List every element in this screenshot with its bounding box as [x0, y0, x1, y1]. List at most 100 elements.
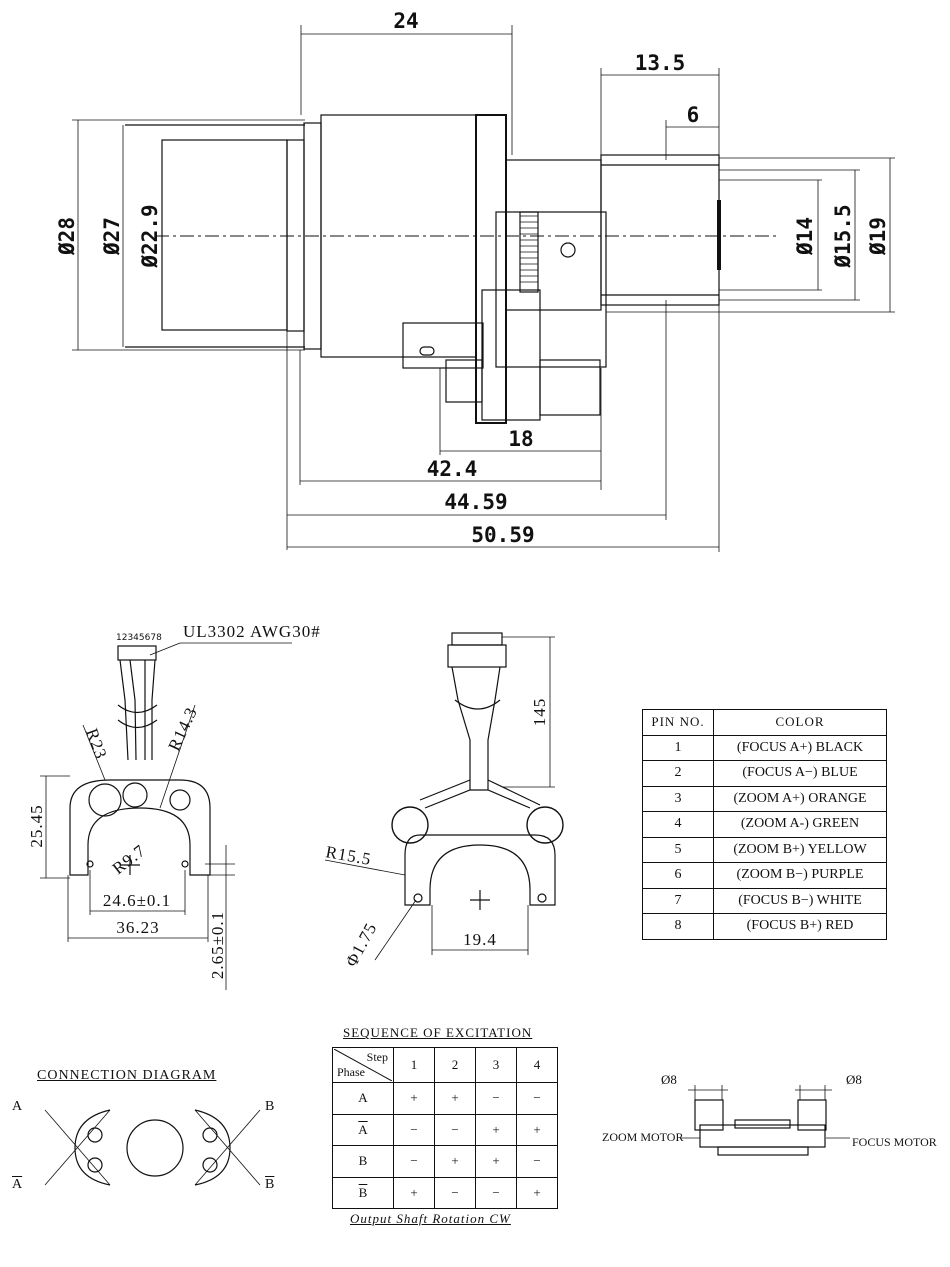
pin-no-header: PIN NO.	[642, 709, 714, 736]
pin-color: (ZOOM B−) PURPLE	[713, 862, 887, 889]
connector-view: 12345678 UL3302 AWG30# R23 R14.3 R9.7 25…	[27, 622, 321, 990]
dim-18: 18	[508, 427, 533, 451]
dim-6: 6	[687, 103, 700, 127]
step-header: 1	[393, 1047, 435, 1083]
dim-24-6: 24.6±0.1	[103, 891, 171, 910]
zoom-diameter-label: Ø8	[661, 1072, 677, 1087]
dim-19-4: 19.4	[463, 930, 497, 949]
dim-d15-5: Ø15.5	[831, 204, 855, 268]
excitation-cell: −	[393, 1113, 435, 1146]
sequence-title: SEQUENCE OF EXCITATION	[343, 1025, 533, 1040]
phase-a-label: A	[12, 1099, 23, 1114]
dim-13-5: 13.5	[635, 51, 686, 75]
excitation-cell: −	[475, 1176, 517, 1209]
sequence-footer: Output Shaft Rotation CW	[350, 1211, 511, 1226]
color-header: COLOR	[713, 709, 887, 736]
pin-no: 2	[642, 760, 714, 787]
r23-label: R23	[82, 726, 111, 762]
dim-d14: Ø14	[793, 217, 817, 256]
dim-145: 145	[530, 698, 549, 727]
pin-numbers: 12345678	[116, 633, 162, 643]
phase-cell: B	[332, 1145, 394, 1178]
step-header: 2	[434, 1047, 476, 1083]
table-row: 4(ZOOM A-) GREEN	[642, 811, 887, 838]
table-row: 7(FOCUS B−) WHITE	[642, 887, 887, 914]
zoom-motor-label: ZOOM MOTOR	[602, 1130, 684, 1144]
gear-teeth	[520, 215, 538, 283]
table-row: B − + + −	[332, 1145, 558, 1178]
pin-no: 4	[642, 811, 714, 838]
phase-cell: A	[332, 1082, 394, 1115]
excitation-cell: −	[434, 1113, 476, 1146]
excitation-cell: +	[434, 1082, 476, 1115]
r9-7-label: R9.7	[109, 841, 150, 879]
pin-no: 6	[642, 862, 714, 889]
dim-2-65: 2.65±0.1	[208, 911, 227, 979]
phase-b-bar-label: B	[265, 1177, 275, 1192]
table-row: A − − + +	[332, 1113, 558, 1146]
pin-color: (ZOOM A+) ORANGE	[713, 785, 887, 812]
table-row: 1(FOCUS A+) BLACK	[642, 734, 887, 761]
focus-diameter-label: Ø8	[846, 1072, 862, 1087]
excitation-cell: −	[434, 1176, 476, 1209]
dim-25-45: 25.45	[27, 804, 46, 847]
pin-color: (FOCUS B+) RED	[713, 913, 887, 940]
excitation-cell: +	[393, 1082, 435, 1115]
dim-42-4: 42.4	[427, 457, 478, 481]
excitation-cell: +	[475, 1113, 517, 1146]
pin-color: (FOCUS B−) WHITE	[713, 887, 887, 914]
side-view: 24 13.5 6 Ø28 Ø27 Ø22.9 Ø14 Ø15.5 Ø19	[55, 9, 895, 552]
pin-no: 3	[642, 785, 714, 812]
step-label: Step	[366, 1050, 388, 1064]
cable-spec: UL3302 AWG30#	[183, 622, 321, 641]
pin-no: 7	[642, 887, 714, 914]
connection-diagram-title: CONNECTION DIAGRAM	[37, 1068, 217, 1083]
dim-50-59: 50.59	[471, 523, 534, 547]
table-row: B + − − +	[332, 1176, 558, 1209]
excitation-cell: +	[393, 1176, 435, 1209]
pin-color: (FOCUS A+) BLACK	[713, 734, 887, 761]
d1-75-label: Φ1.75	[342, 919, 381, 970]
phase-cell: A	[332, 1113, 394, 1146]
table-row: 8(FOCUS B+) RED	[642, 913, 887, 940]
pin-color: (ZOOM B+) YELLOW	[713, 836, 887, 863]
cable-view: 145 R15.5 Φ1.75 19.4	[324, 632, 564, 970]
corner-cell: Step Phase	[332, 1047, 394, 1083]
phase-cell: B	[332, 1176, 394, 1209]
excitation-cell: −	[393, 1145, 435, 1178]
pin-color: (ZOOM A-) GREEN	[713, 811, 887, 838]
pin-no: 5	[642, 836, 714, 863]
table-row: 3(ZOOM A+) ORANGE	[642, 785, 887, 812]
excitation-cell: −	[516, 1082, 558, 1115]
excitation-cell: −	[475, 1082, 517, 1115]
step-header: 3	[475, 1047, 517, 1083]
dim-44-59: 44.59	[444, 490, 507, 514]
dim-d22-9: Ø22.9	[138, 204, 162, 268]
focus-motor-label: FOCUS MOTOR	[852, 1135, 937, 1149]
table-row: A + + − −	[332, 1082, 558, 1115]
motors-view	[680, 1085, 850, 1156]
excitation-cell: −	[516, 1145, 558, 1178]
diagonal-line	[334, 1049, 392, 1081]
pin-no: 8	[642, 913, 714, 940]
pin-color: (FOCUS A−) BLUE	[713, 760, 887, 787]
dim-36-23: 36.23	[116, 918, 159, 937]
phase-a-bar-label: A	[12, 1177, 23, 1192]
table-row: 6(ZOOM B−) PURPLE	[642, 862, 887, 889]
table-row: 2(FOCUS A−) BLUE	[642, 760, 887, 787]
r15-5-label: R15.5	[324, 842, 373, 869]
r14-3-label: R14.3	[164, 704, 201, 754]
excitation-cell: +	[434, 1145, 476, 1178]
pin-no: 1	[642, 734, 714, 761]
phase-b-label: B	[265, 1099, 275, 1114]
dim-d28: Ø28	[55, 217, 79, 256]
excitation-cell: +	[516, 1113, 558, 1146]
pin-color-table: PIN NO. COLOR 1(FOCUS A+) BLACK 2(FOCUS …	[642, 709, 887, 940]
excitation-cell: +	[516, 1176, 558, 1209]
excitation-cell: +	[475, 1145, 517, 1178]
dim-24: 24	[393, 9, 418, 33]
dim-d27: Ø27	[100, 217, 124, 256]
step-header: 4	[516, 1047, 558, 1083]
table-row: 5(ZOOM B+) YELLOW	[642, 836, 887, 863]
